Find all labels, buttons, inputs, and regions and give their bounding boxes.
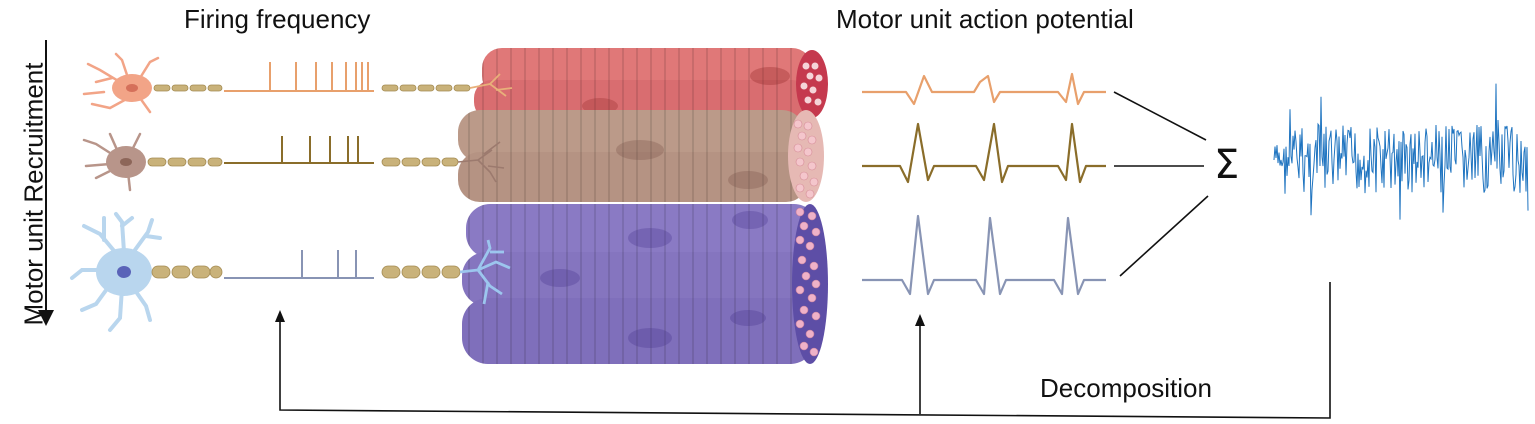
- decomposition-arrows: [279, 282, 1331, 419]
- muscle-bundle: [457, 48, 828, 364]
- nerve-ending-small: [469, 73, 513, 97]
- spike-train-small: [224, 62, 374, 92]
- sum-symbol: Σ: [1214, 142, 1240, 188]
- muscle-fiber-purple: [462, 204, 828, 364]
- muscle-fiber-brown: [458, 110, 824, 202]
- arrowhead-firing: [275, 310, 285, 322]
- spike-train-large: [224, 250, 374, 279]
- muscle-fiber-red: [474, 48, 828, 120]
- muap-medium: [862, 122, 1106, 184]
- neuron-medium: [82, 132, 146, 192]
- neuron-large: [70, 212, 162, 332]
- muap-large: [862, 214, 1106, 296]
- recruitment-label: Motor unit Recruitment: [18, 62, 49, 326]
- sum-connectors: [1113, 91, 1209, 277]
- nerve-ending-large: [459, 239, 511, 305]
- firing-frequency-label: Firing frequency: [184, 4, 371, 34]
- axon-large-distal: [381, 265, 461, 279]
- axon-medium-distal: [381, 157, 459, 167]
- emg-signal: [1273, 83, 1529, 220]
- axon-large: [151, 265, 223, 279]
- axon-small: [153, 84, 223, 92]
- muap-label: Motor unit action potential: [836, 4, 1134, 34]
- nerve-ending-medium: [457, 141, 505, 183]
- decomposition-label: Decomposition: [1040, 373, 1212, 403]
- spike-train-medium: [224, 136, 374, 164]
- muap-small: [862, 72, 1106, 106]
- axon-small-distal: [381, 84, 471, 92]
- axon-medium: [147, 157, 223, 167]
- neuron-small: [82, 52, 160, 114]
- arrowhead-muap: [915, 314, 925, 326]
